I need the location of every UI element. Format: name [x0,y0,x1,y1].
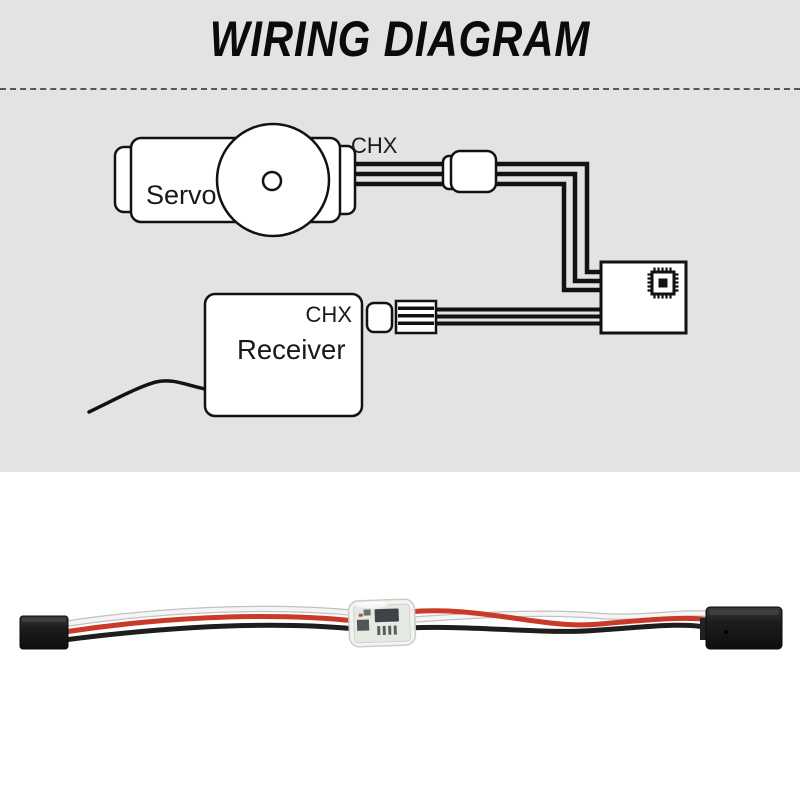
inline-module [347,598,417,648]
left-connector-body [19,615,69,650]
white-wire [62,606,358,626]
right-connector-detail [724,630,728,634]
red-wire [61,614,359,635]
receiver-box [203,292,364,418]
solder-pad [388,625,392,635]
module-sheen [355,601,388,608]
servo-lead-connector-front [449,149,498,194]
right-connector [700,606,783,650]
wiring-diagram-panel [0,0,800,472]
right-connector-highlight [709,610,779,615]
receiver-plug-stripe [398,314,434,318]
component [356,619,370,631]
receiver-plug [365,299,438,335]
product-photo [19,598,783,650]
page-title: WIRING DIAGRAM [209,11,591,67]
solder-pad [393,625,397,635]
right-wire-bundle [404,608,714,634]
right-connector-body [705,606,783,650]
left-connector-highlight [22,618,66,622]
servo-lead-connector [441,149,498,194]
chip-core [658,278,668,288]
receiver-plug-housing [365,301,394,334]
receiver: CHX Receiver [203,292,364,418]
servo-label: Servo [146,180,217,210]
component [363,609,371,616]
left-connector [19,615,69,650]
solder-pad [382,625,386,635]
servo-wire-3 [355,181,601,293]
solder-pad [377,626,381,636]
controller-module [599,260,688,335]
black-wire [405,622,713,634]
red-wire [405,608,713,628]
receiver-plug-stripe [398,321,434,325]
chip-pins [647,267,679,299]
antenna-wire [87,379,207,414]
servo-channel-label: CHX [351,133,398,158]
servo-horn-center [261,170,283,192]
dashed-divider [0,88,800,90]
chip-icon [647,267,679,299]
receiver-plug-stripe [398,306,434,310]
wiring-diagram: Servo CHX CHX Receiver [87,122,688,418]
white-wire [406,611,712,622]
receiver-channel-label: CHX [306,302,353,327]
servo: Servo [113,122,357,238]
left-wire-bundle [60,605,360,643]
component [358,613,363,617]
receiver-label: Receiver [237,334,346,365]
receiver-wires [434,307,601,326]
black-wire [61,622,359,643]
ic-chip [374,608,399,623]
